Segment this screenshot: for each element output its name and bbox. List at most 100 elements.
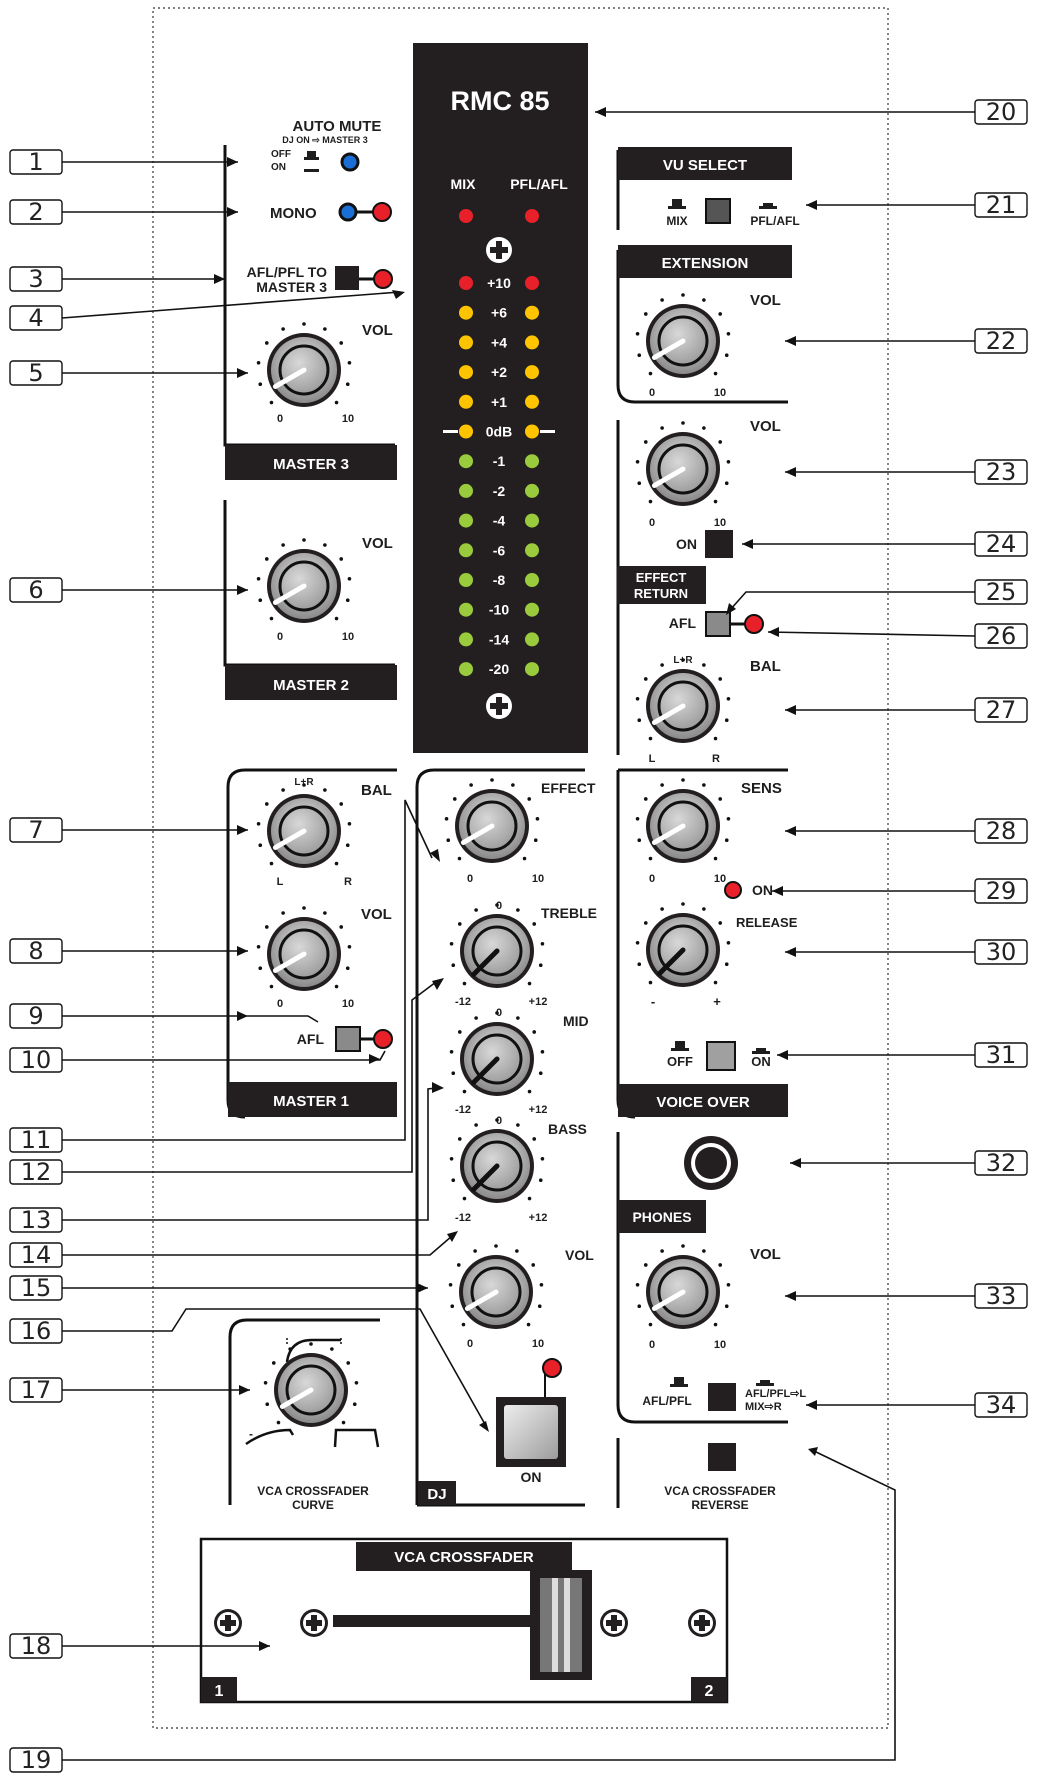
callout-27: 27: [974, 696, 1028, 724]
callout-6: 6: [9, 576, 63, 604]
mono-label: MONO: [270, 205, 317, 222]
meter-led-right: [525, 662, 539, 677]
callout-labels: 1234567891011121314151617181920212223242…: [9, 98, 1028, 1774]
svg-text:34: 34: [986, 1391, 1017, 1419]
meter-led-left: [459, 365, 473, 380]
meter-led-right: [525, 394, 539, 409]
voice-over-label: VOICE OVER: [656, 1094, 750, 1111]
fx-bal-knob[interactable]: [635, 658, 731, 743]
fx-bal-left: L: [649, 753, 656, 765]
dj-mid-knob[interactable]: [449, 1011, 545, 1096]
svg-text:20: 20: [986, 98, 1017, 126]
dj-treble-knob[interactable]: [449, 903, 545, 988]
master3-section-label-bar: [225, 445, 397, 480]
svg-text:8: 8: [28, 937, 43, 965]
meter-level-label: -6: [493, 542, 506, 558]
fx-bal-right: R: [712, 753, 720, 765]
phones-source-button[interactable]: [708, 1383, 736, 1411]
screw-icon: [300, 1609, 328, 1637]
fx-vol-knob[interactable]: [635, 421, 731, 506]
fx-afl-button[interactable]: [705, 611, 731, 637]
dj-mid-label: MID: [563, 1013, 589, 1029]
voice-over-on-label: ON: [752, 882, 773, 898]
fx-vol-label: VOL: [750, 418, 781, 435]
panel-border: [152, 7, 889, 1729]
meter-level-label: -2: [493, 483, 506, 499]
master2-vol-knob[interactable]: [256, 538, 352, 623]
master3-vol-label: VOL: [362, 322, 393, 339]
effect-return-label-2: RETURN: [634, 586, 688, 601]
headphone-jack-icon[interactable]: [684, 1136, 738, 1190]
sens-knob[interactable]: [635, 778, 731, 863]
master1-vol-max: 10: [342, 998, 354, 1010]
effect-return-label-1: EFFECT: [636, 570, 687, 585]
svg-text:7: 7: [28, 816, 43, 844]
extension-vol-max: 10: [714, 387, 726, 399]
mono-led: [372, 202, 392, 222]
dj-effect-knob[interactable]: [444, 778, 540, 863]
extension-label-bar: [618, 245, 792, 278]
fx-on-button[interactable]: [705, 530, 733, 558]
svg-text:32: 32: [986, 1149, 1017, 1177]
dj-bass-knob[interactable]: [449, 1118, 545, 1203]
master1-afl-button[interactable]: [335, 1026, 361, 1052]
crossfader-curve-knob[interactable]: [263, 1342, 359, 1427]
afl-pfl-to-master3-button[interactable]: [335, 266, 359, 290]
leader-lines: [61, 111, 976, 1761]
crossfader-side-1: 1: [215, 1683, 224, 1700]
dj-treble-min: -12: [455, 996, 471, 1008]
extension-vol-min: 0: [649, 387, 655, 399]
master1-bal-knob[interactable]: [256, 783, 352, 868]
callout-7: 7: [9, 816, 63, 844]
svg-text:13: 13: [21, 1206, 52, 1234]
meter-led-right: [525, 543, 539, 558]
meter-level-label: -10: [489, 602, 509, 618]
crossfader-side-1-bar: [201, 1677, 237, 1702]
meter-led-left: [459, 424, 473, 439]
meter-led-left: [459, 276, 473, 290]
callout-9: 9: [9, 1002, 63, 1030]
dj-mid-min: -12: [455, 1104, 471, 1116]
dj-section: EFFECT 0 10 0 TREBLE -12 +12 0 MID -12 +…: [415, 768, 597, 1507]
crossfader-reverse-button[interactable]: [708, 1443, 736, 1471]
dj-vol-knob[interactable]: [448, 1244, 544, 1329]
meter-led-right: [525, 632, 539, 647]
dj-treble-max: +12: [529, 996, 548, 1008]
voice-over-on-led: [724, 881, 742, 899]
crossfader-track: [333, 1615, 533, 1627]
master3-vol-knob[interactable]: [256, 322, 352, 407]
callout-15: 15: [9, 1274, 63, 1302]
callout-17: 17: [9, 1376, 63, 1404]
effect-return-label-bar: [617, 566, 706, 604]
master2-vol-max: 10: [342, 631, 354, 643]
svg-text:25: 25: [986, 578, 1017, 606]
release-knob[interactable]: [635, 902, 731, 987]
voice-over-on-switch-label: ON: [751, 1054, 771, 1069]
master1-section: BAL L+R L R VOL 0 10 AFL MASTER 1: [226, 768, 397, 1119]
callout-18: 18: [9, 1632, 63, 1660]
fx-on-label: ON: [676, 536, 697, 552]
phones-vol-knob[interactable]: [635, 1244, 731, 1329]
callout-12: 12: [9, 1158, 63, 1186]
svg-text:23: 23: [986, 458, 1017, 486]
level-meter: RMC 85 MIX PFL/AFL +10+6+4+2+10dB-1-2-4-…: [413, 43, 588, 753]
meter-led-right: [525, 573, 539, 587]
meter-led-left: [459, 335, 473, 350]
dj-treble-zero: 0: [496, 900, 502, 912]
svg-text:30: 30: [986, 938, 1017, 966]
svg-text:33: 33: [986, 1282, 1017, 1310]
dj-treble-label: TREBLE: [541, 905, 597, 921]
master2-section: VOL 0 10 MASTER 2: [223, 500, 397, 700]
voice-over-switch[interactable]: [706, 1041, 736, 1071]
callout-28: 28: [974, 817, 1028, 845]
master1-vol-knob[interactable]: [256, 906, 352, 991]
crossfader-knob[interactable]: [530, 1570, 592, 1680]
vu-select-button[interactable]: [705, 198, 731, 224]
callout-30: 30: [974, 938, 1028, 966]
dj-vol-label: VOL: [565, 1247, 594, 1263]
extension-vol-label: VOL: [750, 292, 781, 309]
master1-bal-top: L+R: [294, 777, 314, 788]
meter-led-left: [459, 543, 473, 558]
extension-vol-knob[interactable]: [635, 293, 731, 378]
mono-switch[interactable]: [338, 202, 358, 222]
